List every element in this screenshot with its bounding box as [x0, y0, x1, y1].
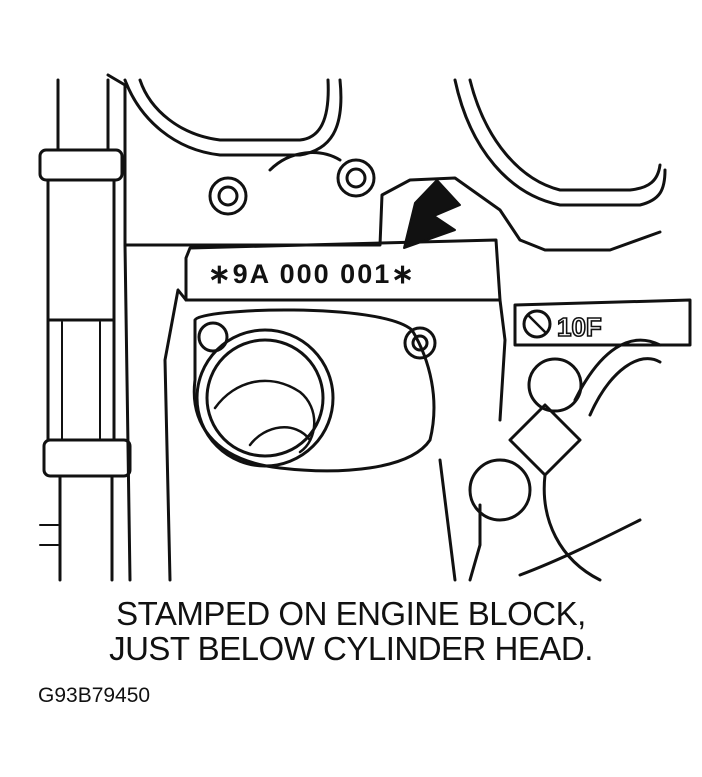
head-bolt-left: [208, 176, 248, 216]
figure-id: G93B79450: [38, 684, 151, 707]
lower-bracket: [438, 458, 482, 582]
sensor-line: [573, 338, 662, 417]
head-cavity-inner-left: [138, 78, 330, 142]
outlet-bore: [195, 328, 335, 468]
pointer-arrow: [403, 179, 461, 249]
sensor-nut: [508, 403, 582, 477]
casting-mark: 10F: [557, 312, 602, 342]
head-boss: [268, 151, 342, 172]
pipe-left: [56, 78, 110, 152]
head-bolt-center: [336, 158, 376, 198]
casting-plate-screw: [522, 309, 552, 339]
head-cavity-left: [123, 78, 343, 157]
cylinder-head-edge: [106, 73, 662, 252]
outlet-bolt-left: [197, 321, 229, 353]
stamped-serial-number: ∗9A 000 001∗: [208, 259, 416, 289]
outlet-housing: [192, 308, 436, 473]
head-cavity-inner-right: [468, 78, 662, 192]
pipe-fitting-lower: [42, 438, 132, 478]
pipe-fitting-upper: [38, 148, 124, 182]
engine-block-illustration: ∗9A 000 001∗ 10F: [38, 73, 692, 582]
block-boss-right: [527, 357, 583, 413]
caption-line-1: STAMPED ON ENGINE BLOCK,: [116, 595, 586, 632]
casting-plate: [513, 298, 692, 347]
outlet-bolt-right: [403, 326, 437, 360]
head-cavity-right: [453, 78, 667, 207]
sensor-boss: [468, 458, 532, 522]
engine-block-outline: [123, 243, 507, 582]
stamp-pad: [184, 238, 502, 302]
caption-line-2: JUST BELOW CYLINDER HEAD.: [109, 630, 593, 667]
